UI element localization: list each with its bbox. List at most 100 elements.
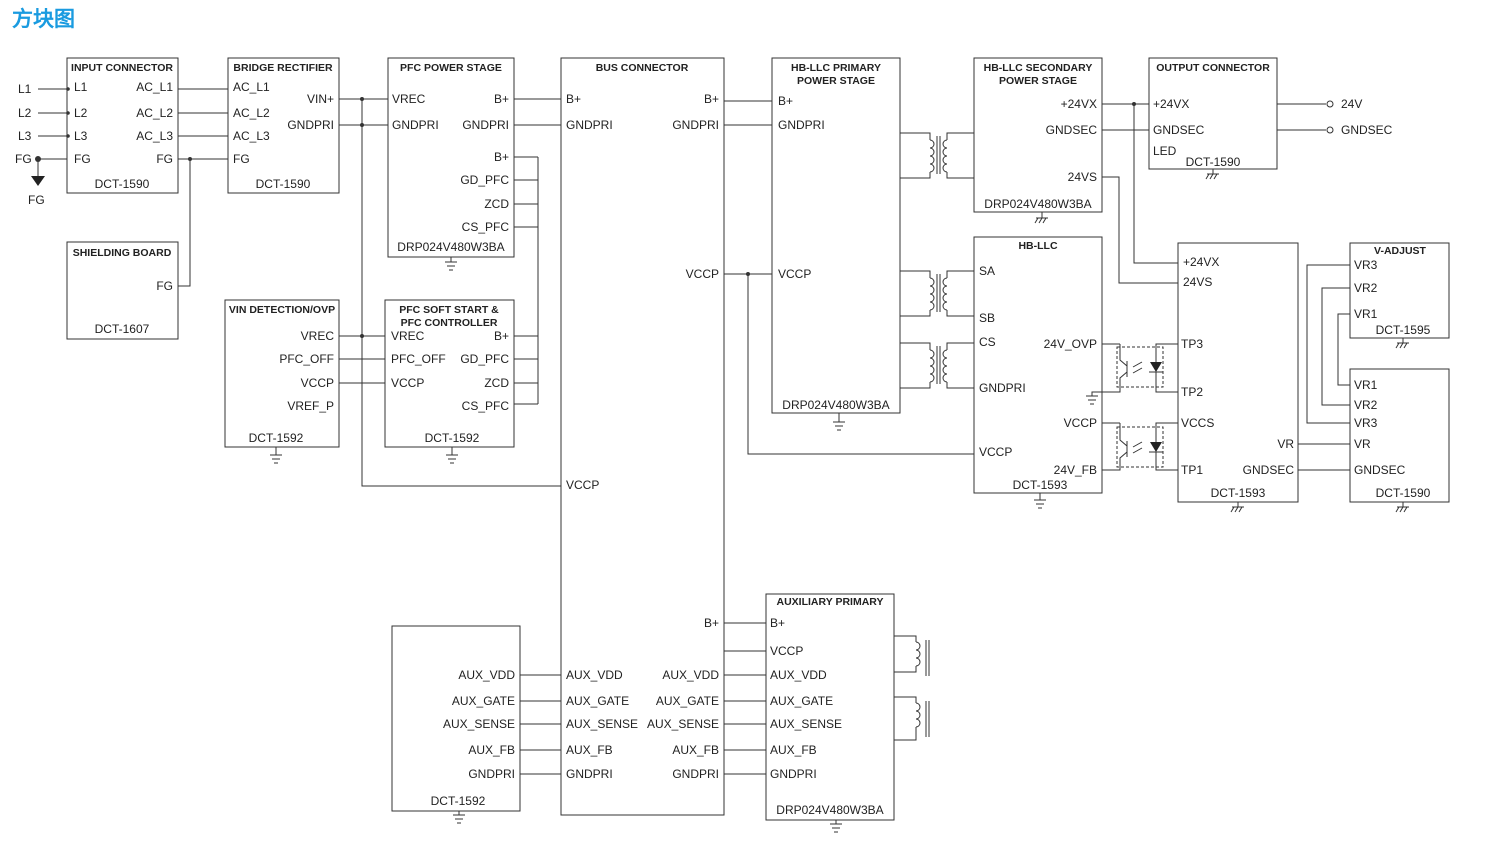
input-label: FG (15, 152, 32, 166)
block-title: PFC CONTROLLER (401, 317, 498, 329)
part-number: DRP024V480W3BA (776, 803, 883, 817)
pin-label: AUX_SENSE (647, 717, 719, 731)
pin-label: L1 (74, 80, 88, 94)
part-number: DRP024V480W3BA (397, 240, 504, 254)
pin-label: PFC_OFF (279, 352, 334, 366)
output-terminal-icon (1326, 126, 1334, 134)
part-number: DCT-1595 (1376, 323, 1431, 337)
block-title: AUXILIARY PRIMARY (777, 596, 884, 608)
pin-label: AUX_SENSE (770, 717, 842, 731)
shielding-board-block: SHIELDING BOARD FG DCT-1607 (66, 241, 179, 340)
pin-label: GNDPRI (566, 118, 613, 132)
bridge-rectifier-block: BRIDGE RECTIFIER AC_L1 AC_L2 AC_L3 FG VI… (227, 57, 340, 194)
pin-label: AUX_FB (672, 743, 719, 757)
pin-label: B+ (704, 616, 719, 630)
pin-label: VCCP (391, 376, 424, 390)
ground-icon (833, 413, 845, 431)
part-number: DCT-1607 (95, 322, 150, 336)
pin-label: CS_PFC (462, 399, 510, 413)
block-title: OUTPUT CONNECTOR (1156, 62, 1270, 74)
pin-label: GD_PFC (460, 352, 509, 366)
pin-label: 24VS (1183, 275, 1212, 289)
hb-llc-primary-block: HB-LLC PRIMARY POWER STAGE B+ GNDPRI VCC… (771, 57, 901, 414)
transformer-icon (900, 58, 975, 179)
pin-label: VCCP (778, 267, 811, 281)
pin-label: VCCP (686, 267, 719, 281)
pin-label: VREF_P (287, 399, 334, 413)
pin-label: AUX_VDD (662, 668, 719, 682)
pin-label: AUX_GATE (656, 694, 719, 708)
transformer-icon (900, 342, 974, 389)
pin-label: VR2 (1354, 281, 1378, 295)
input-terminals: L1 L2 L3 FG FG (15, 82, 70, 207)
pin-label: AUX_FB (566, 743, 613, 757)
pin-label: LED (1153, 144, 1177, 158)
part-number: DRP024V480W3BA (984, 197, 1091, 211)
input-label: L3 (18, 129, 32, 143)
chassis-ground-icon (1230, 502, 1244, 513)
earth-ground-icon (31, 176, 45, 186)
pin-label: AC_L3 (233, 129, 270, 143)
secondary-control-block: +24VX 24VS TP3 TP2 VCCS TP1 VR GNDSEC DC… (1177, 242, 1299, 503)
chassis-ground-icon (1395, 338, 1409, 349)
pin-label: AC_L1 (136, 80, 173, 94)
pin-label: GNDPRI (672, 118, 719, 132)
pin-label: +24VX (1061, 97, 1097, 111)
pin-label: ZCD (484, 197, 509, 211)
pin-label: AC_L2 (136, 106, 173, 120)
pin-label: AUX_GATE (452, 694, 515, 708)
ground-label: FG (28, 193, 45, 207)
part-number: DCT-1592 (431, 794, 486, 808)
block-title: HB-LLC (1018, 240, 1057, 252)
pin-label: GNDSEC (1046, 123, 1098, 137)
pin-label: GNDPRI (770, 767, 817, 781)
pin-label: GNDPRI (979, 381, 1026, 395)
pin-label: VCCP (979, 445, 1012, 459)
ground-icon (446, 447, 458, 464)
pin-label: +24VX (1183, 255, 1219, 269)
pin-label: VREC (391, 329, 425, 343)
transformer-icon (894, 696, 930, 741)
block-title: INPUT CONNECTOR (71, 62, 173, 74)
pin-label: +24VX (1153, 97, 1189, 111)
pin-label: AC_L3 (136, 129, 173, 143)
input-connector-block: INPUT CONNECTOR L1 L2 L3 FG AC_L1 AC_L2 … (66, 57, 179, 194)
pin-label: AUX_FB (468, 743, 515, 757)
pin-label: GNDPRI (778, 118, 825, 132)
pin-label: AC_L1 (233, 80, 270, 94)
part-number: DCT-1593 (1013, 478, 1068, 492)
pin-label: ZCD (484, 376, 509, 390)
pin-label: AUX_VDD (770, 668, 827, 682)
pin-label: TP1 (1181, 463, 1203, 477)
pin-label: AUX_FB (770, 743, 817, 757)
hb-llc-secondary-block: HB-LLC SECONDARY POWER STAGE +24VX GNDSE… (973, 57, 1103, 213)
part-number: DCT-1592 (425, 431, 480, 445)
pin-label: AUX_VDD (566, 668, 623, 682)
chassis-ground-icon (1205, 169, 1219, 180)
pin-label: AUX_VDD (458, 668, 515, 682)
pin-label: L3 (74, 129, 88, 143)
ground-icon (445, 257, 457, 271)
block-title: BUS CONNECTOR (596, 62, 689, 74)
block-title: BRIDGE RECTIFIER (233, 62, 333, 74)
pin-label: VR3 (1354, 416, 1378, 430)
pin-label: VR (1277, 437, 1294, 451)
block-title: HB-LLC PRIMARY (791, 62, 881, 74)
output-connector-block: OUTPUT CONNECTOR +24VX GNDSEC LED DCT-15… (1148, 57, 1278, 170)
block-title: POWER STAGE (797, 75, 875, 87)
pin-label: AUX_GATE (566, 694, 629, 708)
pin-label: GNDSEC (1153, 123, 1205, 137)
pin-label: 24VS (1068, 170, 1097, 184)
pin-label: AUX_SENSE (443, 717, 515, 731)
pin-label: B+ (778, 94, 793, 108)
pin-label: VCCP (566, 478, 599, 492)
v-adjust-connector-block: VR1 VR2 VR3 VR GNDSEC DCT-1590 (1349, 368, 1450, 503)
pin-label: VCCP (1064, 416, 1097, 430)
pin-label: GNDSEC (1354, 463, 1406, 477)
pin-label: SA (979, 264, 995, 278)
block-title: PFC SOFT START & (399, 304, 499, 316)
pin-label: VR (1354, 437, 1371, 451)
input-label: L2 (18, 106, 32, 120)
pin-label: VR1 (1354, 307, 1378, 321)
